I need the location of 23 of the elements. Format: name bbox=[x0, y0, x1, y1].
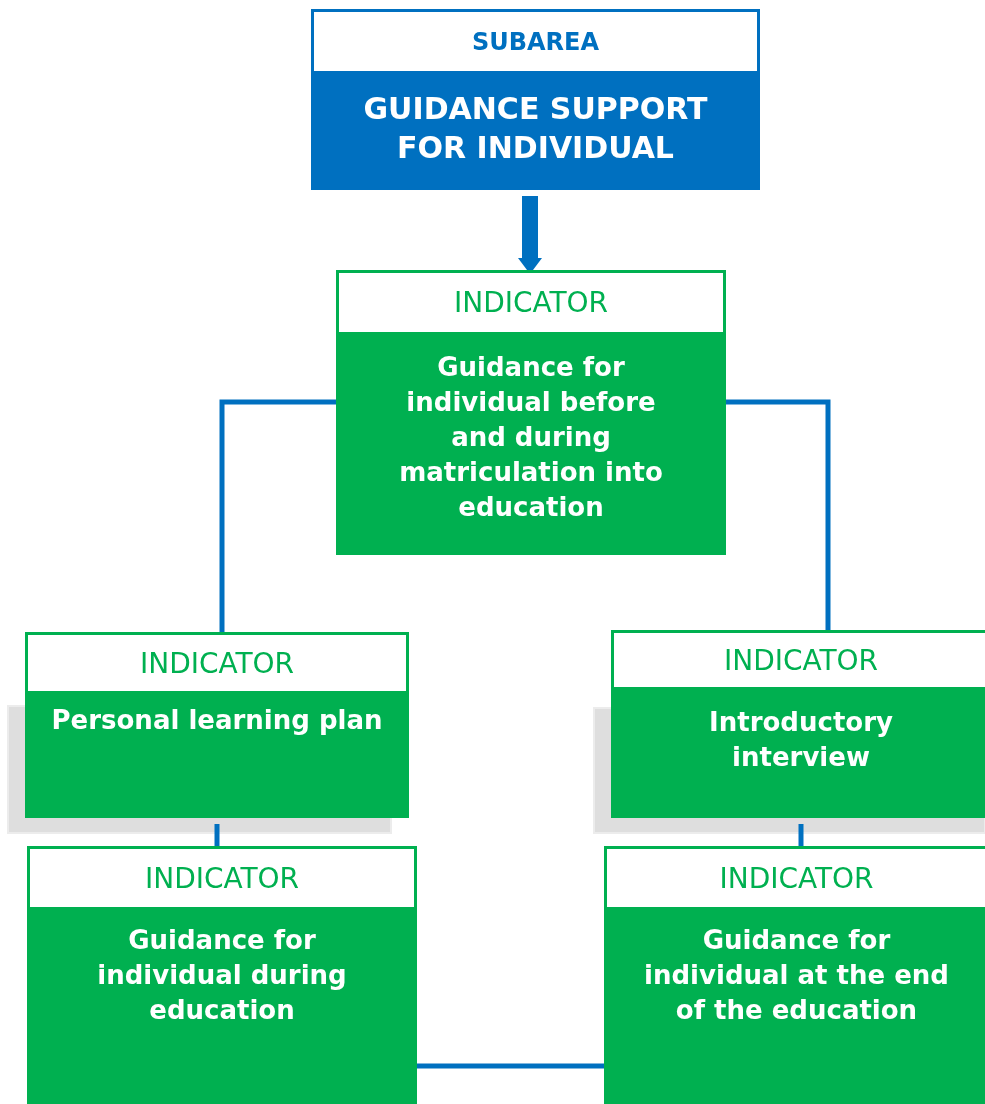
indicator-box bbox=[336, 270, 726, 555]
subarea-box bbox=[311, 9, 760, 190]
connector-line bbox=[417, 1063, 604, 1069]
indicator-box bbox=[27, 846, 417, 1104]
indicator-box bbox=[611, 630, 985, 818]
indicator-label: INDICATOR bbox=[719, 861, 874, 895]
connector-line bbox=[214, 824, 220, 846]
indicator-box bbox=[25, 632, 409, 818]
indicator-title: Guidance for individual at the end of the education bbox=[643, 924, 950, 1028]
indicator-box bbox=[604, 846, 985, 1104]
indicator-label: INDICATOR bbox=[144, 861, 300, 895]
indicator-title: Introductory interview bbox=[708, 706, 894, 775]
subarea-title: GUIDANCE SUPPORT FOR INDIVIDUAL bbox=[362, 90, 709, 167]
indicator-title: Personal learning plan bbox=[51, 704, 383, 737]
connector-line bbox=[798, 824, 804, 846]
connector-line bbox=[219, 399, 336, 632]
indicator-title: Guidance for individual during education bbox=[96, 924, 348, 1028]
category-label: SUBAREA bbox=[471, 27, 600, 56]
connector-line bbox=[726, 399, 831, 630]
indicator-title: Guidance for individual before and during matriculation into education bbox=[398, 351, 664, 525]
indicator-label: INDICATOR bbox=[723, 643, 879, 677]
indicator-label: INDICATOR bbox=[139, 646, 295, 680]
indicator-label: INDICATOR bbox=[453, 286, 609, 319]
